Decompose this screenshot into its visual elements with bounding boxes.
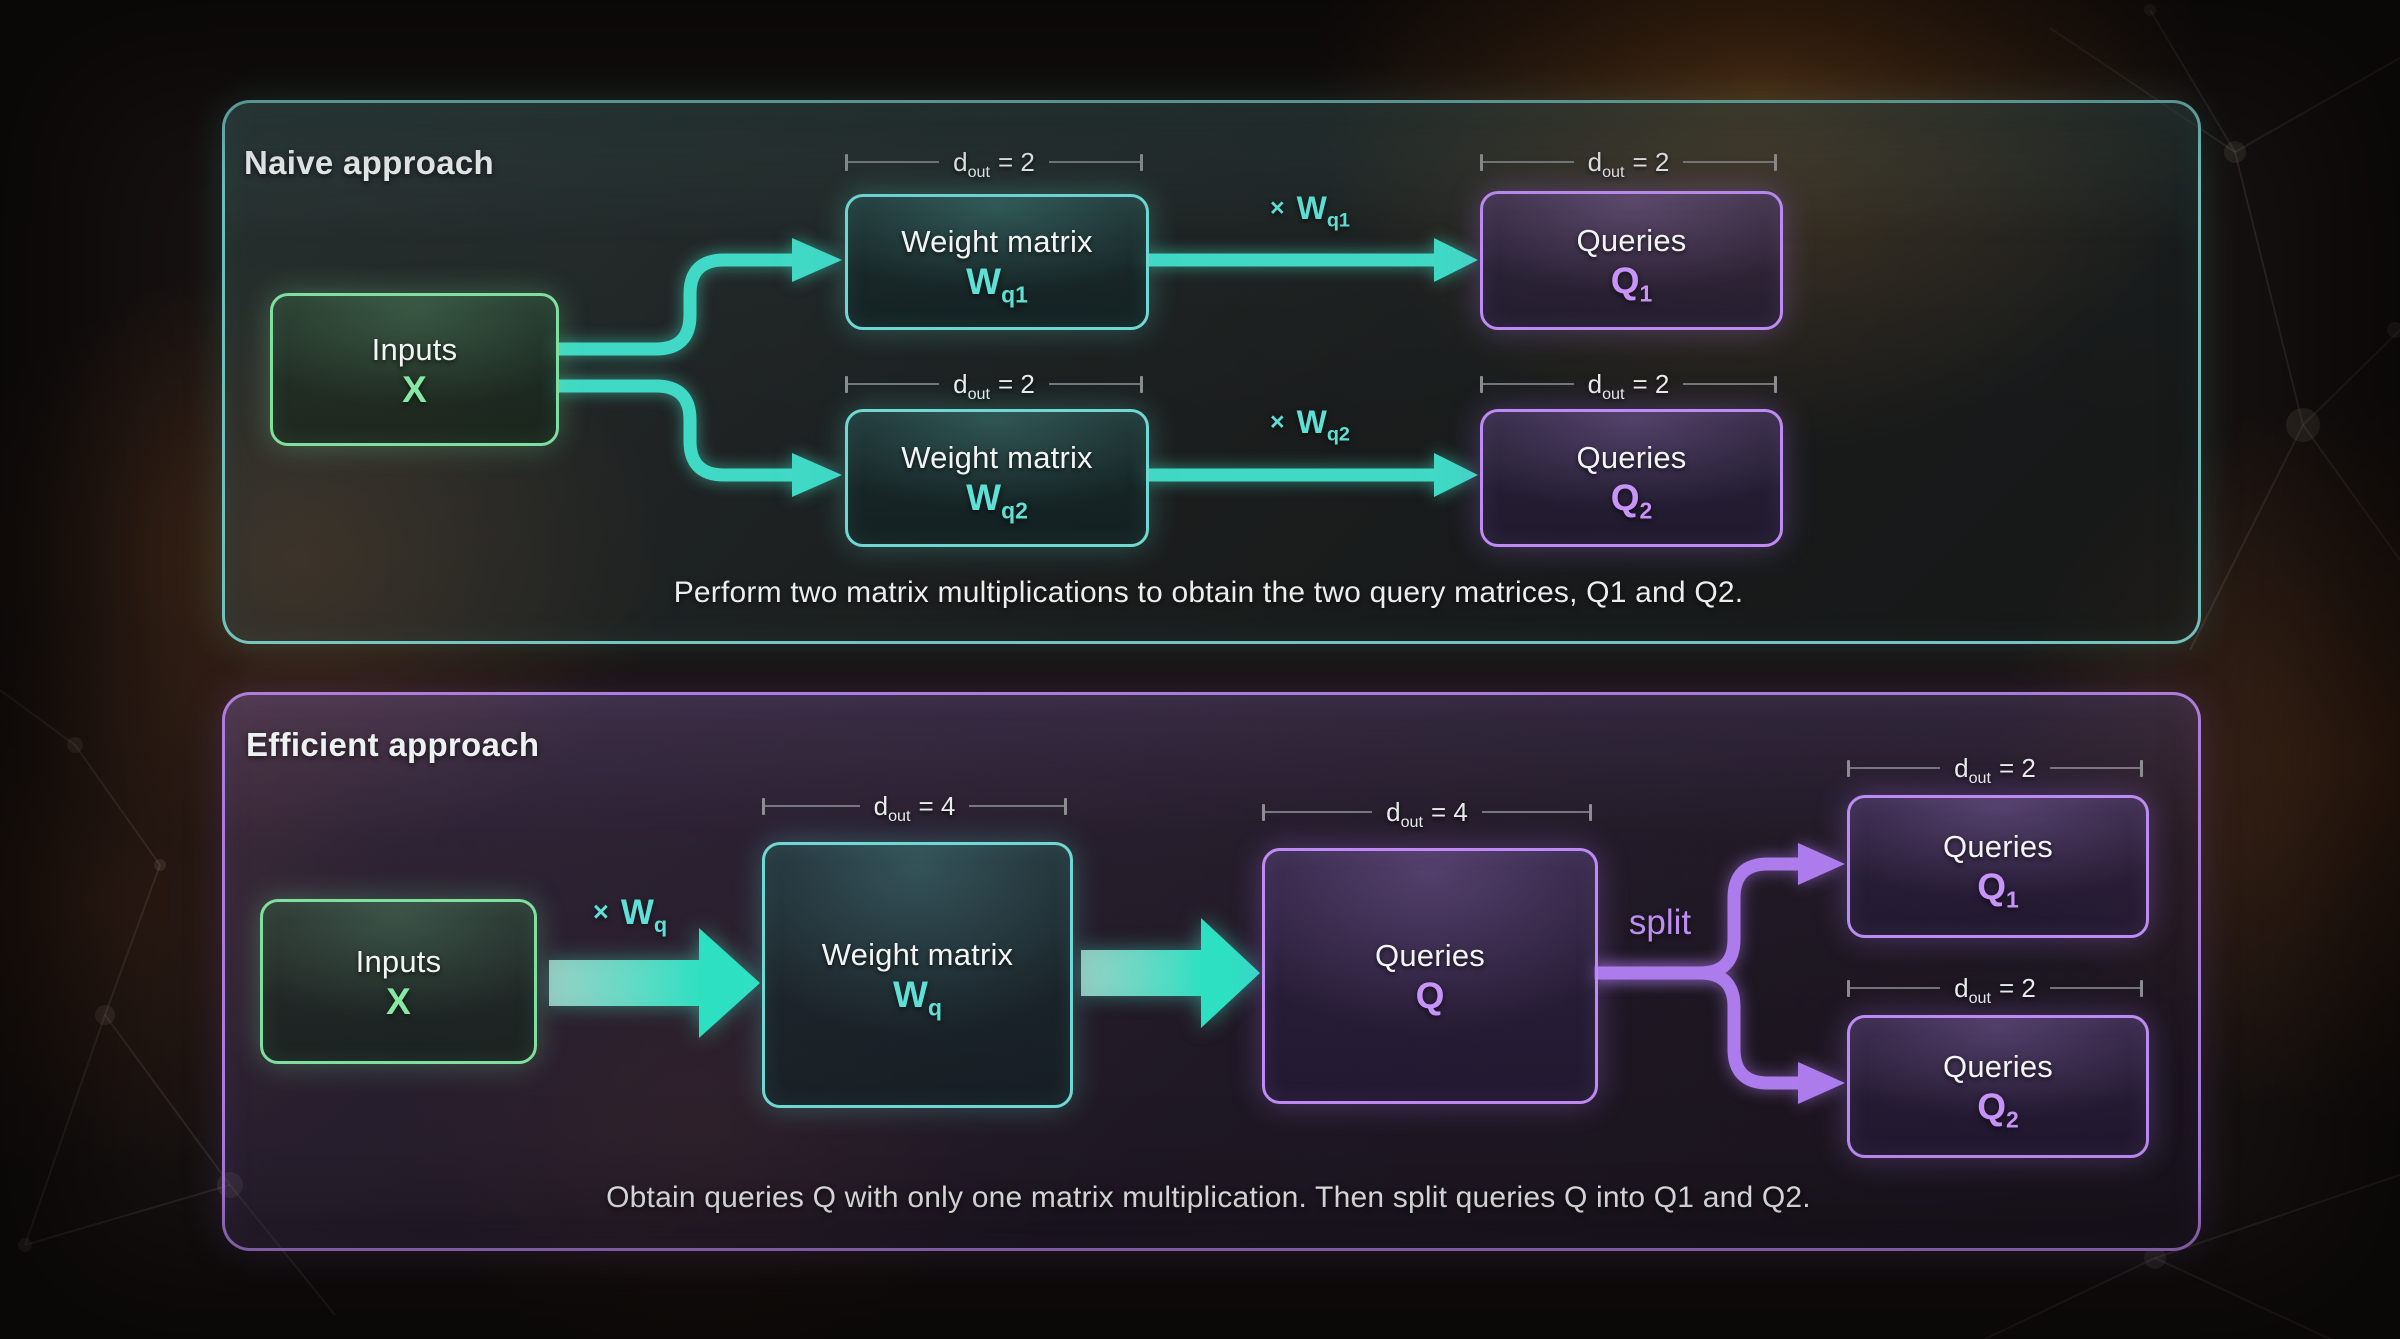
weight-matrix-symbol: Wq1 [966,261,1028,308]
naive-branch-connector [556,238,842,497]
queries-label: Queries [1943,1048,2053,1084]
weight-matrix-symbol: Wq2 [966,477,1028,524]
dimension-tick [1774,375,1777,393]
dimension-line [969,805,1064,807]
weight-matrix-label: Weight matrix [901,224,1093,259]
dimension-line [1683,383,1774,385]
queries-q2-box-naive: Queries Q2 [1480,409,1783,547]
dimension-tick [1847,979,1850,997]
inputs-box-efficient: Inputs X [260,899,537,1064]
naive-approach-panel [222,100,2201,644]
queries-symbol: Q2 [1610,477,1653,524]
inputs-symbol: X [386,980,411,1022]
multiply-wq-label: ×Wq [592,893,668,937]
queries-symbol: Q [1415,975,1445,1016]
efficient-weight-to-q-arrow [1081,918,1260,1028]
queries-symbol: Q1 [1977,865,2019,912]
inputs-box-naive: Inputs X [270,293,559,446]
dout-label: dout= 2 [953,368,1035,403]
weight-matrix-label: Weight matrix [901,440,1093,475]
dimension-line [1481,811,1589,813]
dout-dimension-wq2: dout= 2 [845,368,1143,403]
dout-label: dout= 2 [953,146,1035,181]
inputs-label: Inputs [355,943,442,979]
dimension-line [848,383,940,385]
split-connector [1594,843,1845,1104]
queries-q2-box-efficient: Queries Q2 [1847,1015,2149,1158]
dimension-tick [845,375,848,393]
dimension-line [1850,767,1941,769]
dout-label: dout= 2 [1587,368,1670,403]
weight-matrix-wq1-box: Weight matrix Wq1 [845,194,1149,330]
dout-label: dout= 4 [1386,796,1468,831]
dimension-line [1048,383,1140,385]
dimension-tick [1480,375,1483,393]
efficient-input-arrow [549,928,760,1038]
dimension-line [848,161,940,163]
queries-symbol: Q2 [1977,1085,2019,1132]
weight-matrix-label: Weight matrix [821,937,1014,972]
dimension-line [2049,987,2140,989]
weight-matrix-wq-box: Weight matrix Wq [762,842,1073,1108]
efficient-caption: Obtain queries Q with only one matrix mu… [606,1181,1811,1214]
dimension-line [765,805,860,807]
naive-multiply-arrows [1146,238,1478,497]
dimension-tick [845,153,848,171]
queries-q-box: Queries Q [1262,848,1598,1104]
dimension-tick [1140,153,1143,171]
naive-panel-title: Naive approach [244,144,494,181]
dimension-tick [1140,375,1143,393]
dimension-tick [2140,759,2143,777]
split-label: split [1628,903,1692,942]
dout-label: dout= 2 [1587,146,1670,181]
dimension-line [1483,383,1574,385]
dout-dimension-q: dout= 4 [1262,796,1592,831]
multiply-wq1-label: ×Wq1 [1270,190,1350,232]
queries-symbol: Q1 [1610,259,1653,306]
dout-label: dout= 4 [873,790,956,825]
weight-matrix-wq2-box: Weight matrix Wq2 [845,409,1149,547]
queries-label: Queries [1576,222,1687,258]
queries-label: Queries [1576,440,1687,475]
dimension-tick [762,797,765,815]
dimension-tick [1262,803,1265,821]
dout-dimension-q2: dout= 2 [1480,368,1777,403]
naive-caption: Perform two matrix multiplications to ob… [673,576,1744,609]
multiply-wq2-label: ×Wq2 [1270,404,1350,446]
dimension-tick [1064,797,1067,815]
dimension-tick [2140,979,2143,997]
dimension-line [1850,987,1941,989]
queries-label: Queries [1375,938,1485,973]
dimension-tick [1589,803,1592,821]
dimension-line [2049,767,2140,769]
dout-label: dout= 2 [1954,752,2036,787]
queries-q1-box-efficient: Queries Q1 [1847,795,2149,938]
weight-matrix-symbol: Wq [893,974,942,1021]
dimension-line [1483,161,1574,163]
queries-q1-box-naive: Queries Q1 [1480,191,1783,330]
dout-dimension-q1-eff: dout= 2 [1847,752,2143,787]
dout-dimension-wq: dout= 4 [762,790,1067,825]
dout-dimension-wq1: dout= 2 [845,146,1143,181]
inputs-symbol: X [402,368,427,410]
queries-label: Queries [1943,828,2053,864]
dimension-tick [1774,153,1777,171]
dout-dimension-q2-eff: dout= 2 [1847,972,2143,1007]
dimension-line [1683,161,1774,163]
dimension-tick [1480,153,1483,171]
efficient-panel-title: Efficient approach [246,726,540,763]
dimension-line [1048,161,1140,163]
dimension-tick [1847,759,1850,777]
dimension-line [1265,811,1373,813]
dout-label: dout= 2 [1954,972,2036,1007]
dout-dimension-q1: dout= 2 [1480,146,1777,181]
inputs-label: Inputs [371,331,458,367]
